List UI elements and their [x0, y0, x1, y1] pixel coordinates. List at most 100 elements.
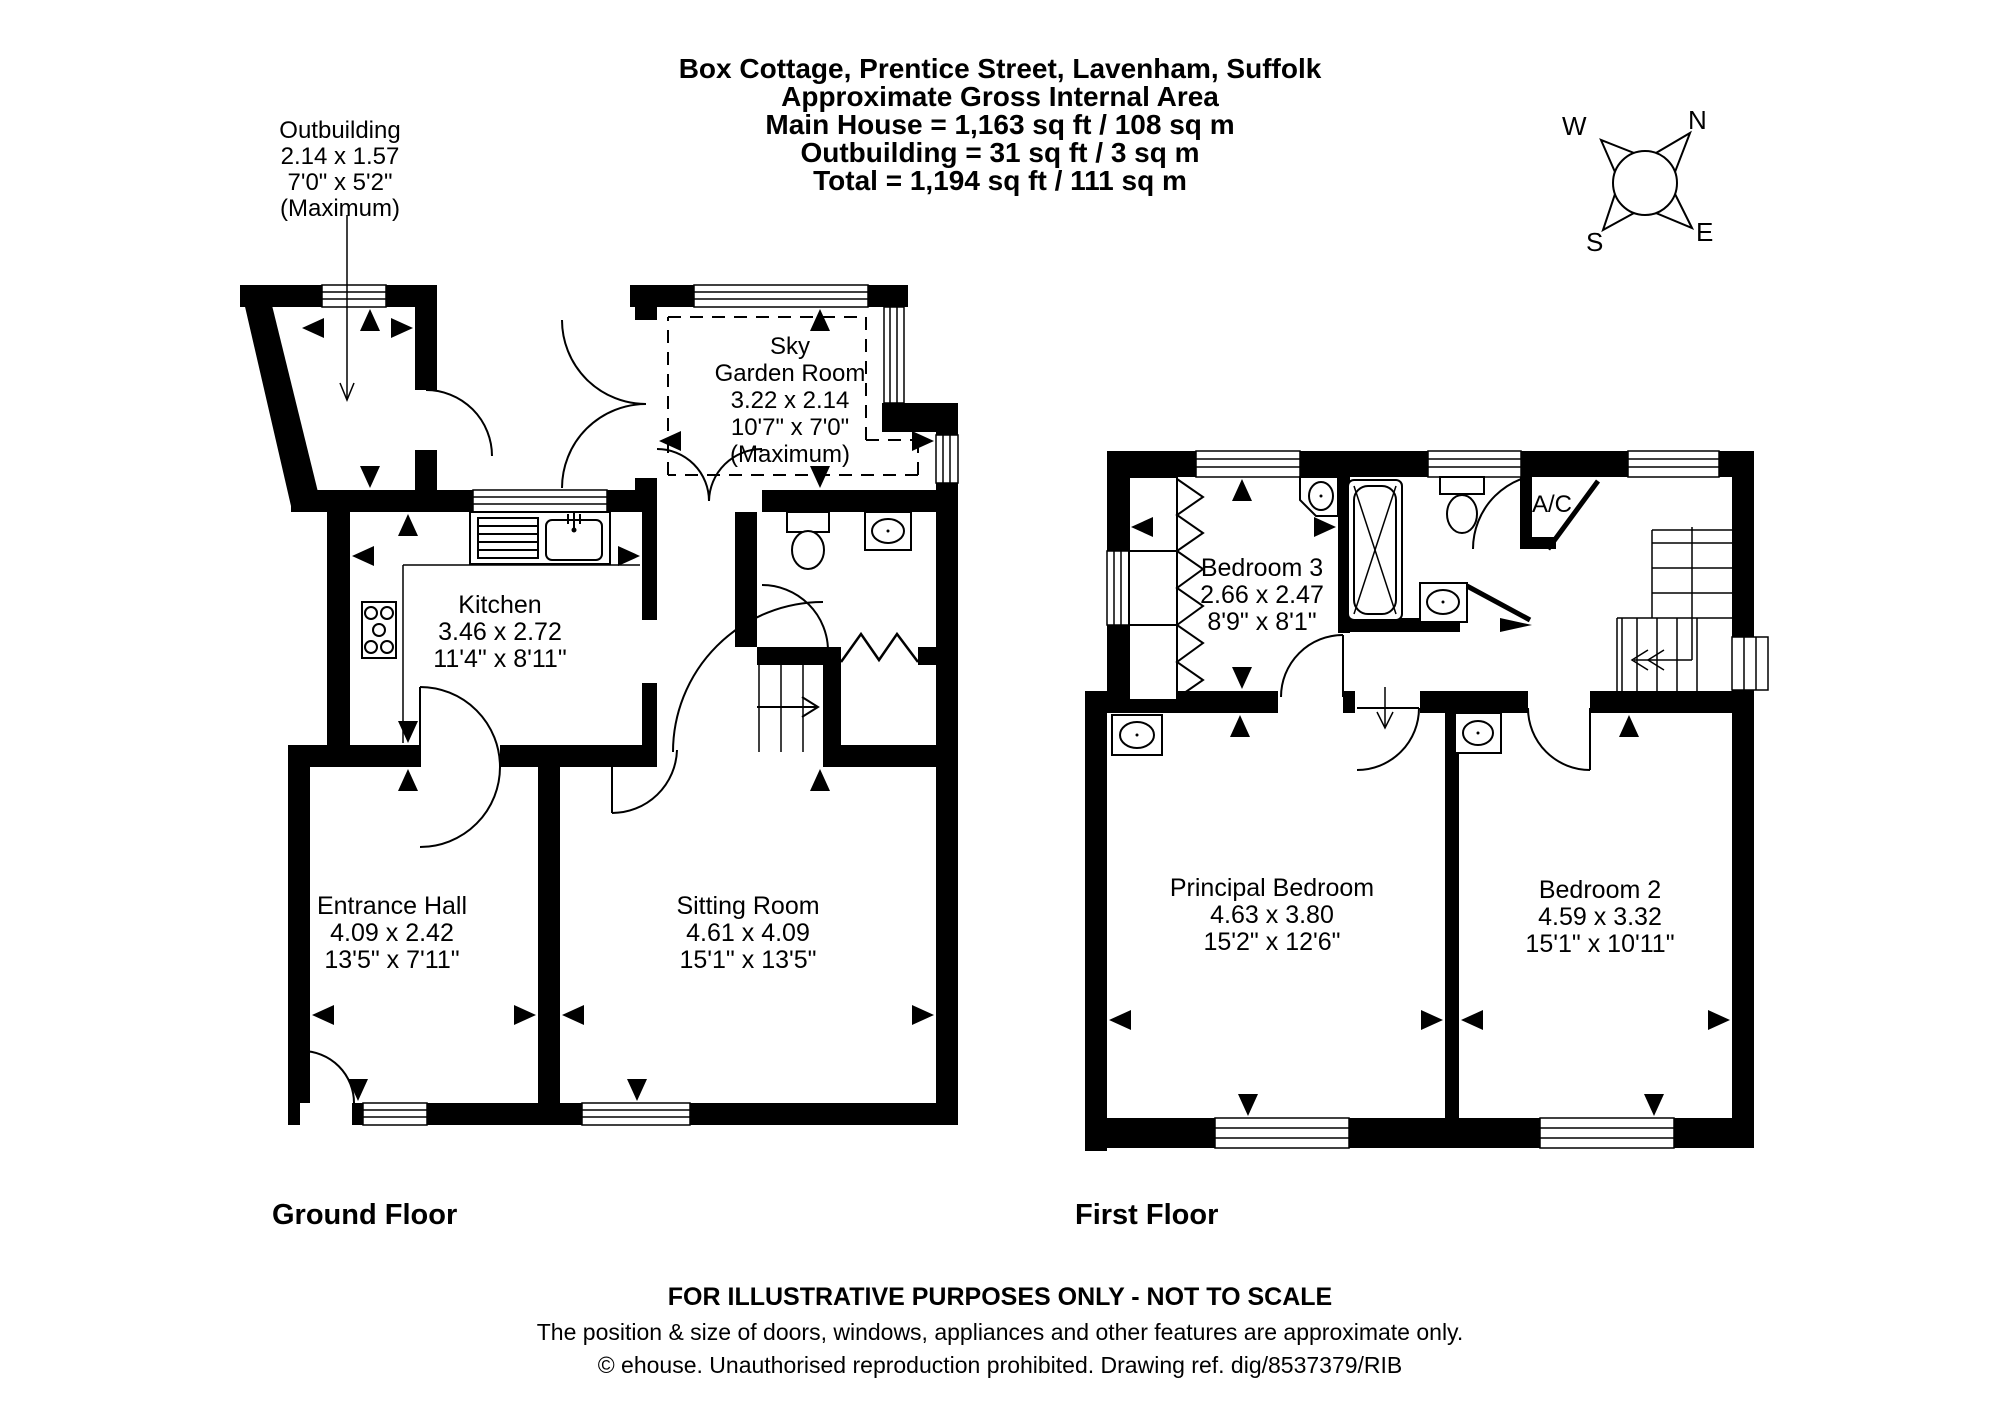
bedroom3-left-window: [1106, 550, 1130, 626]
kitchen-label: Kitchen: [458, 591, 542, 619]
outbuilding-door-arc: [425, 389, 493, 457]
first-floor-stairs-icon: [1616, 527, 1732, 691]
outbuilding-label-metric: 2.14 x 1.57: [280, 143, 400, 170]
sitting-room-metric: 4.61 x 4.09: [686, 919, 810, 947]
garden-room-step-wall: [882, 403, 958, 432]
hall-kitchen-wall-right: [500, 745, 657, 767]
arrow-left: [352, 546, 374, 566]
sky-garden-metric: 3.22 x 2.14: [730, 387, 850, 414]
ground-floor-stairs-icon: [757, 665, 820, 752]
arrow-down: [810, 466, 830, 488]
arrow-up: [398, 769, 418, 791]
entrance-hall-imperial: 13'5" x 7'11": [324, 946, 460, 974]
compass-north-label: N: [1688, 105, 1707, 135]
arrow-right: [1708, 1010, 1730, 1030]
sitting-door-arc: [611, 749, 678, 814]
arrow-down: [360, 466, 380, 488]
first-right-wall: [1732, 451, 1754, 1148]
ac-door-arc: [1472, 473, 1549, 550]
arrow-down: [348, 1079, 368, 1101]
main-house-area: Main House = 1,163 sq ft / 108 sq m: [765, 109, 1235, 140]
kitchen-right-wall-lower: [642, 683, 657, 745]
arrow-left: [1461, 1010, 1483, 1030]
bathroom-top-window: [1427, 450, 1522, 478]
first-floor-plan: [1085, 450, 1769, 1151]
principal-basin-icon: [1111, 714, 1163, 756]
kitchen-metric: 3.46 x 2.72: [438, 618, 562, 646]
bathroom-wall-end: [1500, 618, 1532, 632]
first-floor-windows: [1106, 450, 1769, 1149]
front-door-arc: [301, 1050, 355, 1104]
bathroom-ac-wall: [1520, 477, 1532, 537]
hob-icon: [361, 601, 397, 659]
hall-left-wall: [288, 745, 310, 1125]
principal-door-arc: [1356, 707, 1420, 771]
stairs-right-window: [1731, 636, 1769, 691]
bathroom-door-leaf: [1465, 583, 1532, 623]
sky-garden-label-1: Sky: [769, 333, 811, 360]
bedroom2-door-arc: [1527, 707, 1591, 771]
outbuilding-slanted-wall: [240, 285, 318, 506]
arrow-down: [1644, 1094, 1664, 1116]
entry-direction-arrow: [1376, 687, 1394, 730]
arrow-right: [514, 1005, 536, 1025]
principal-bedroom-metric: 4.63 x 3.80: [1210, 901, 1334, 929]
outbuilding-right-wall: [415, 285, 437, 390]
basin-icon: [864, 511, 912, 551]
bedroom2-label: Bedroom 2: [1538, 876, 1662, 904]
arrow-left: [1131, 517, 1153, 537]
plan-subtitle: Approximate Gross Internal Area: [781, 81, 1219, 112]
garden-room-bottom-wall: [762, 490, 958, 512]
outbuilding-area: Outbuilding = 31 sq ft / 3 sq m: [800, 137, 1200, 168]
arrow-left: [562, 1005, 584, 1025]
ground-floor-windows: [300, 284, 959, 1126]
outbuilding-pointer-arrow: [339, 215, 355, 402]
ground-floor-title: Ground Floor: [272, 1199, 458, 1231]
wc-left-wall: [735, 512, 757, 647]
entrance-hall-metric: 4.09 x 2.42: [330, 919, 454, 947]
arrow-down: [398, 721, 418, 743]
arrow-right: [912, 1005, 934, 1025]
arrow-left: [1109, 1010, 1131, 1030]
outbuilding-label-imperial: 7'0" x 5'2": [287, 169, 393, 196]
stairs-right-wall: [823, 647, 841, 752]
arrow-right: [1421, 1010, 1443, 1030]
kitchen-top-wall-left: [291, 490, 473, 512]
outbuilding-label-name: Outbuilding: [279, 117, 401, 144]
front-door-opening: [300, 1103, 352, 1125]
arrow-down: [627, 1079, 647, 1101]
arrow-left: [312, 1005, 334, 1025]
compass-east-label: E: [1696, 217, 1714, 247]
ground-right-wall: [936, 403, 958, 1125]
bedroom2-bottom-window: [1539, 1117, 1675, 1149]
arrow-up: [1230, 715, 1250, 737]
hall-sitting-divider: [538, 745, 560, 1103]
principal-bottom-window: [1214, 1117, 1350, 1149]
footer-disclaimer: The position & size of doors, windows, a…: [536, 1319, 1464, 1345]
garden-room-left-door-arc-top: [561, 319, 647, 405]
bedroom2-basin-icon: [1454, 712, 1502, 754]
stairs-top-wall: [757, 647, 833, 665]
arrow-down: [1232, 667, 1252, 689]
kitchen-fixtures: [361, 511, 640, 743]
first-floor-doors: [1280, 473, 1601, 771]
arrow-left: [659, 431, 681, 451]
wardrobe-icon: [1128, 476, 1205, 701]
arrow-up: [810, 769, 830, 791]
garden-room-inner-door-arc-left: [656, 448, 710, 502]
toilet-icon: [786, 511, 830, 570]
bedroom3-door-arc: [1280, 634, 1344, 698]
first-floor-fixtures: [1111, 476, 1502, 756]
landing-wall-c: [1420, 691, 1528, 713]
hall-door-arc: [419, 766, 501, 848]
sink-unit-icon: [469, 511, 611, 565]
arrow-right: [618, 546, 640, 566]
total-area: Total = 1,194 sq ft / 111 sq m: [813, 165, 1187, 196]
principal-bedroom-label: Principal Bedroom: [1169, 874, 1375, 902]
garden-room-right-window: [883, 306, 905, 404]
kitchen-right-wall-upper: [642, 512, 657, 620]
arrow-down: [1238, 1094, 1258, 1116]
first-floor-title: First Floor: [1075, 1199, 1219, 1231]
